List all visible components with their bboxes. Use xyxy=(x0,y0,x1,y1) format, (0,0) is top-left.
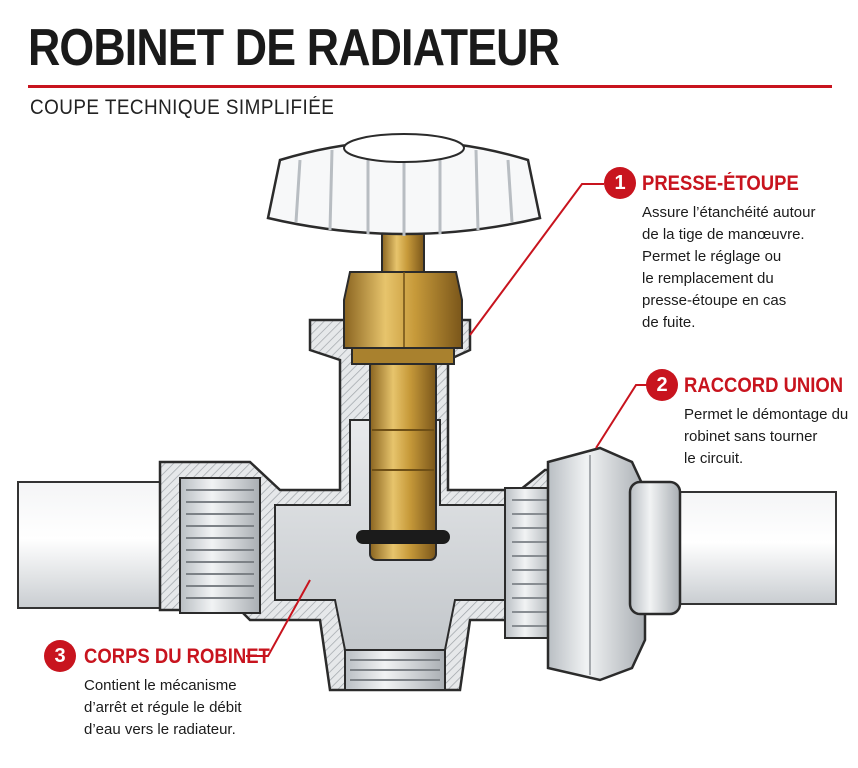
diagram-title: ROBINET DE RADIATEUR xyxy=(28,19,560,77)
leader-lines xyxy=(246,183,648,657)
callout-title: CORPS DU ROBINET xyxy=(84,645,270,668)
callout-title: RACCORD UNION xyxy=(684,374,844,397)
bottom-outlet-thread xyxy=(344,649,446,691)
callout-description: Contient le mécanisme d’arrêt et régule … xyxy=(84,677,242,738)
leader-line-3 xyxy=(246,579,311,657)
union-nut xyxy=(504,446,682,682)
callout-number-badge: 2 xyxy=(646,369,678,401)
leader-line-2 xyxy=(595,384,648,449)
callout-number-badge: 1 xyxy=(604,167,636,199)
diagram-subtitle: COUPE TECHNIQUE SIMPLIFIÉE xyxy=(30,96,335,119)
callout-description: Assure l’étanchéité autour de la tige de… xyxy=(642,204,816,331)
callout-description: Permet le démontage du robinet sans tour… xyxy=(684,406,849,467)
title-underline xyxy=(28,85,832,88)
packing-gland-nut xyxy=(343,271,463,365)
left-thread xyxy=(179,477,261,614)
valve-body xyxy=(158,318,562,692)
leader-line-1 xyxy=(469,183,604,336)
callout-number-badge: 3 xyxy=(44,640,76,672)
right-pipe xyxy=(667,491,837,605)
handwheel xyxy=(266,133,542,236)
callout-title: PRESSE-ÉTOUPE xyxy=(642,172,799,195)
